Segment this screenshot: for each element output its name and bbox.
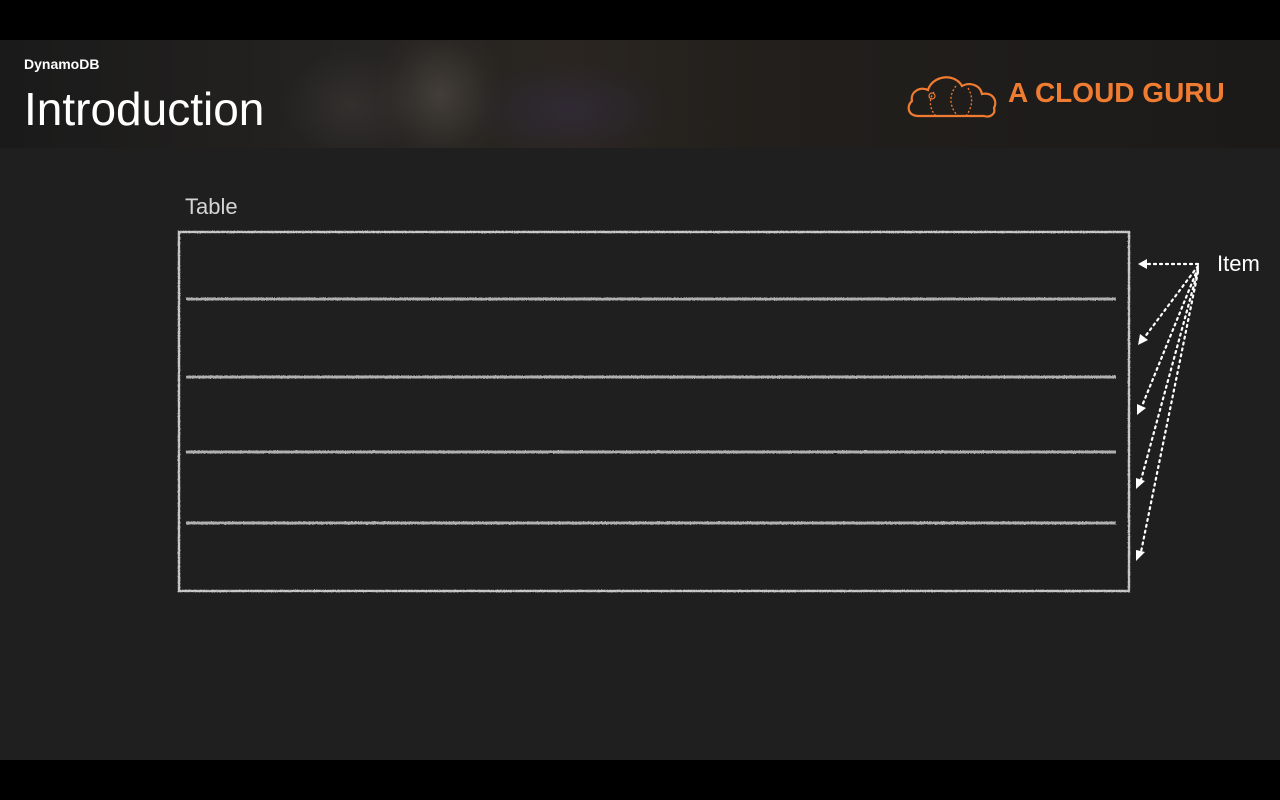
slide-header: DynamoDB Introduction A CLOUD GURU <box>0 40 1280 148</box>
header-background-figure <box>380 40 500 148</box>
item-arrow <box>1142 264 1200 340</box>
arrowhead <box>1136 478 1145 489</box>
table-label: Table <box>185 194 238 219</box>
slide: DynamoDB Introduction A CLOUD GURU Table… <box>0 40 1280 760</box>
arrowhead <box>1138 259 1147 269</box>
letterbox-bottom <box>0 760 1280 800</box>
item-label: Item <box>1217 251 1260 276</box>
table-outline <box>177 230 1131 593</box>
arrowhead <box>1136 550 1145 561</box>
letterbox-top <box>0 0 1280 40</box>
item-pointer-arrows <box>1139 262 1200 554</box>
cloud-logo-icon <box>907 76 997 118</box>
item-arrow <box>1139 270 1200 554</box>
section-label: DynamoDB <box>24 56 100 72</box>
header-background-shade <box>470 60 670 148</box>
arrowhead <box>1138 334 1148 345</box>
item-arrowheads <box>1136 259 1148 561</box>
brand-logo: A CLOUD GURU <box>904 66 1244 122</box>
item-arrow <box>1140 266 1200 408</box>
brand-logo-text: A CLOUD GURU <box>1008 77 1225 108</box>
table-diagram <box>177 230 1200 593</box>
header-background-photo <box>280 50 420 148</box>
item-arrow <box>1139 268 1200 482</box>
slide-title: Introduction <box>24 83 265 135</box>
arrowhead <box>1137 404 1146 415</box>
